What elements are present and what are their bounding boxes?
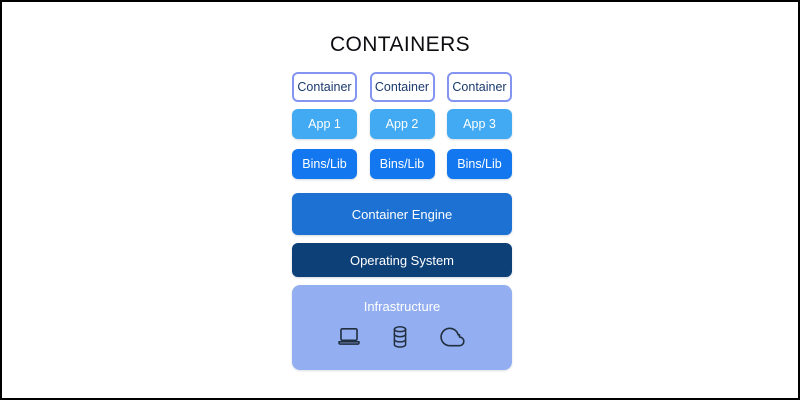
app-box-3: App 3 [447,109,512,139]
bins-box-1: Bins/Lib [292,149,357,179]
container-box-1: Container [292,72,357,102]
infrastructure-block: Infrastructure [292,285,512,370]
bins-box-label: Bins/Lib [457,157,502,171]
laptop-icon [338,327,360,345]
container-engine-bar: Container Engine [292,193,512,235]
operating-system-bar: Operating System [292,243,512,277]
bins-box-label: Bins/Lib [302,157,347,171]
container-box-3: Container [447,72,512,102]
app-box-1: App 1 [292,109,357,139]
container-box-2: Container [369,72,435,102]
bins-box-2: Bins/Lib [369,149,435,179]
app-row: App 1 App 2 App 3 [292,109,512,139]
app-box-2: App 2 [369,109,435,139]
cloud-icon [440,327,465,347]
operating-system-label: Operating System [349,252,455,268]
infrastructure-icons [292,324,512,350]
container-box-label: Container [374,80,430,94]
app-box-label: App 2 [385,117,419,131]
app-box-label: App 3 [463,117,496,131]
container-engine-label: Container Engine [351,206,453,222]
bins-box-label: Bins/Lib [379,157,425,171]
container-box-label: Container [452,80,507,94]
app-box-label: App 1 [308,117,341,131]
bins-row: Bins/Lib Bins/Lib Bins/Lib [292,149,512,179]
containers-stack: Container Container Container App 1 App … [292,72,512,370]
bins-box-3: Bins/Lib [447,149,512,179]
database-icon [393,326,407,348]
container-row: Container Container Container [292,72,512,102]
container-box-label: Container [297,80,352,94]
infrastructure-label: Infrastructure [363,299,441,314]
diagram-title: CONTAINERS [329,33,471,56]
